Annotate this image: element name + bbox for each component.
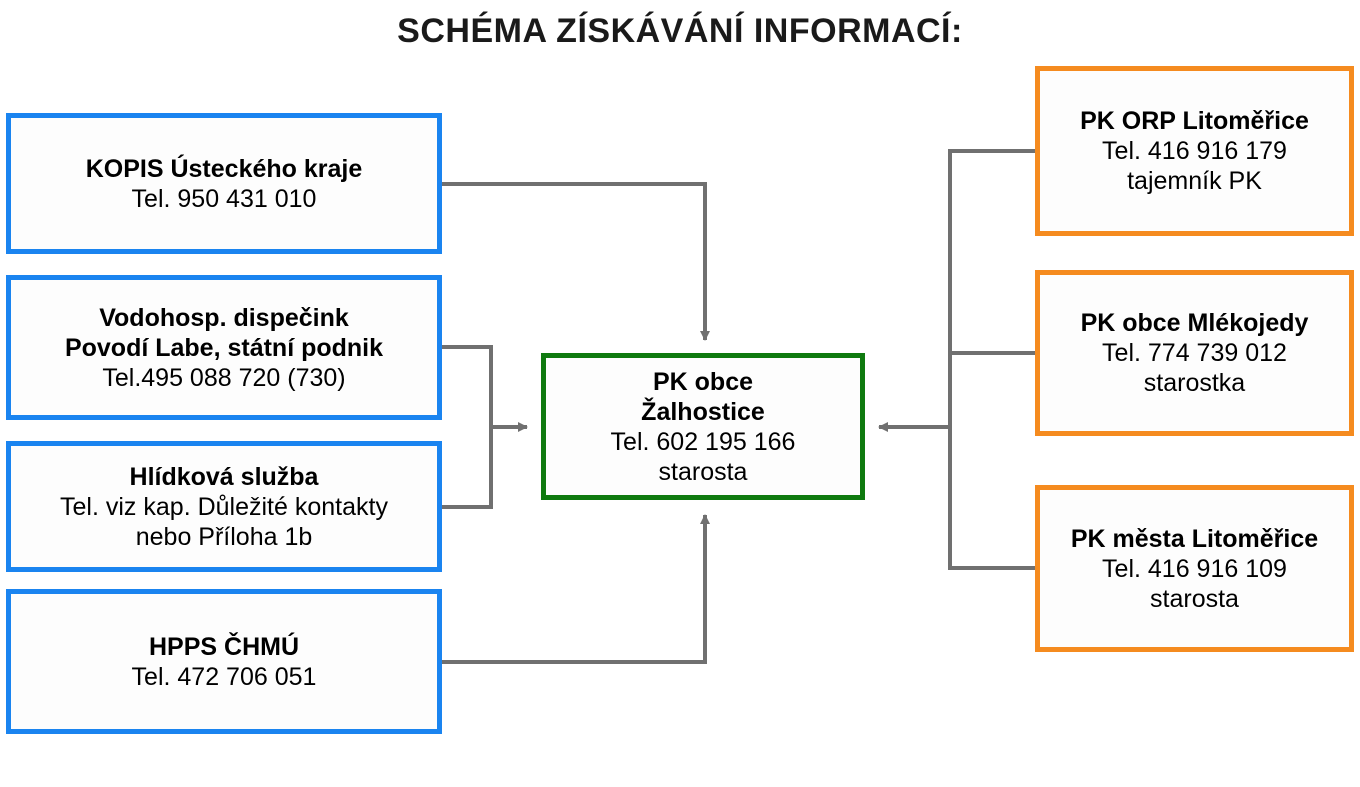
box-hlidkova-phone: Tel. viz kap. Důležité kontakty [60, 492, 388, 521]
box-orp-name: PK ORP Litoměřice [1080, 107, 1309, 135]
box-kopis-name: KOPIS Ústeckého kraje [85, 154, 363, 183]
box-hlidkova: Hlídková služba Tel. viz kap. Důležité k… [6, 441, 442, 572]
box-center-zalhostice: PK obce Žalhostice Tel. 602 195 166 star… [541, 353, 865, 500]
center-role: starosta [658, 457, 748, 486]
box-mlekojedy-phone: Tel. 774 739 012 [1102, 339, 1287, 367]
box-mlekojedy: PK obce Mlékojedy Tel. 774 739 012 staro… [1035, 270, 1354, 436]
box-mlekojedy-role: starostka [1143, 369, 1246, 397]
box-vodohosp-org: Povodí Labe, státní podnik [64, 333, 384, 362]
center-name: PK obce [652, 367, 754, 396]
connector-vodohosp [441, 345, 493, 509]
box-hlidkova-note: nebo Příloha 1b [135, 522, 313, 551]
box-kopis: KOPIS Ústeckého kraje Tel. 950 431 010 [6, 113, 442, 254]
connector-hpps [441, 514, 710, 664]
box-mesto-role: starosta [1150, 584, 1239, 613]
box-hlidkova-name: Hlídková služba [129, 462, 319, 491]
box-mesto-name: PK města Litoměřice [1070, 524, 1319, 553]
diagram-title: SCHÉMA ZÍSKÁVÁNÍ INFORMACÍ: [397, 12, 963, 50]
center-phone: Tel. 602 195 166 [610, 427, 796, 456]
box-mesto-litomerice: PK města Litoměřice Tel. 416 916 109 sta… [1035, 485, 1354, 652]
box-orp-phone: Tel. 416 916 179 [1102, 137, 1287, 165]
box-hpps-name: HPPS ČHMÚ [148, 632, 299, 661]
box-vodohosp: Vodohosp. dispečink Povodí Labe, státní … [6, 275, 442, 420]
connector-kopis [441, 182, 710, 341]
box-kopis-phone: Tel. 950 431 010 [131, 184, 317, 213]
box-vodohosp-name: Vodohosp. dispečink [99, 303, 349, 332]
box-orp-litomerice: PK ORP Litoměřice Tel. 416 916 179 tajem… [1035, 66, 1354, 236]
box-hpps-phone: Tel. 472 706 051 [131, 662, 317, 691]
box-vodohosp-phone: Tel.495 088 720 (730) [102, 363, 346, 392]
box-orp-role: tajemník PK [1127, 167, 1262, 195]
box-hpps: HPPS ČHMÚ Tel. 472 706 051 [6, 589, 442, 734]
connector-right-bracket [948, 149, 1036, 570]
box-mlekojedy-name: PK obce Mlékojedy [1080, 309, 1309, 337]
box-mesto-phone: Tel. 416 916 109 [1102, 554, 1287, 583]
center-place: Žalhostice [641, 397, 765, 426]
